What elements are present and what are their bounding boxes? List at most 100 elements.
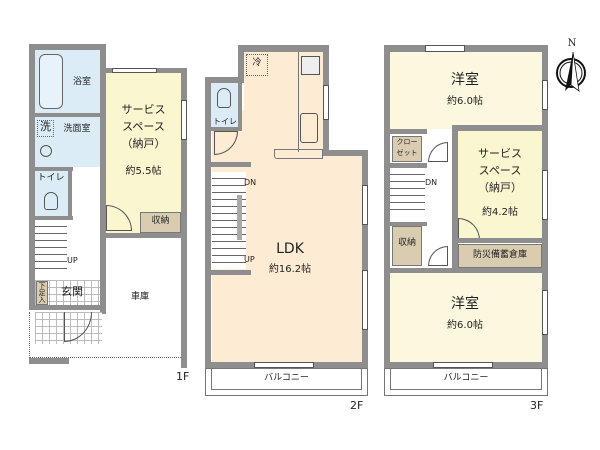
window xyxy=(112,68,157,73)
wall xyxy=(205,77,211,368)
wall xyxy=(29,44,106,50)
wall xyxy=(29,305,104,310)
north-label: N xyxy=(567,38,577,49)
service-space-1f xyxy=(106,73,181,233)
entrance-label: 玄関 xyxy=(61,285,83,298)
floor-label-2f: 2F xyxy=(350,399,364,412)
wall xyxy=(68,167,72,217)
balcony-3f xyxy=(384,368,548,396)
wall xyxy=(211,270,251,275)
wall xyxy=(205,77,244,83)
storage-3f xyxy=(392,226,422,266)
window xyxy=(323,85,329,120)
shoe-box: 下足入 xyxy=(36,281,48,305)
wall xyxy=(384,45,548,52)
ldk-label: LDK xyxy=(276,241,304,257)
western-room-top-area: 約6.0帖 xyxy=(447,96,483,107)
wall xyxy=(181,68,187,368)
closet-door[interactable] xyxy=(428,142,448,162)
wall xyxy=(384,45,390,368)
balcony-rail xyxy=(390,368,542,390)
shoe-box-label: 下足入 xyxy=(38,282,46,303)
sliding-door[interactable] xyxy=(433,362,493,368)
service-space-area: 約5.5帖 xyxy=(125,166,162,177)
wall xyxy=(452,238,542,243)
storage-3f-label: 収納 xyxy=(397,238,416,248)
wall xyxy=(390,268,542,273)
wall xyxy=(35,113,100,117)
north-arrow-icon xyxy=(556,51,586,92)
window xyxy=(542,170,548,220)
wall xyxy=(452,125,542,131)
garage-outline xyxy=(29,312,181,358)
wall xyxy=(211,127,241,131)
closet-label-line2: ゼット xyxy=(396,149,418,157)
toilet-icon xyxy=(217,88,231,108)
stairs-1f xyxy=(35,220,67,270)
floor-label-1f: 1F xyxy=(176,370,190,383)
ldk-area: 約16.2帖 xyxy=(268,264,312,275)
wall xyxy=(238,45,244,83)
storage-door[interactable] xyxy=(428,246,448,266)
western-room-bottom-label: 洋室 xyxy=(451,296,479,312)
stairs-dn-label: DN xyxy=(244,178,257,187)
western-room-top-label: 洋室 xyxy=(451,72,479,88)
balcony-label: バルコニー xyxy=(264,373,309,383)
washroom xyxy=(35,117,100,167)
storage-1f xyxy=(140,212,181,233)
toilet-label: トイレ xyxy=(37,173,65,183)
closet-label-line1: クロー xyxy=(396,138,418,146)
balcony-rail xyxy=(211,368,362,390)
window xyxy=(362,270,368,330)
balcony-label: バルコニー xyxy=(443,373,489,383)
wall xyxy=(35,216,73,220)
washer-space xyxy=(37,120,54,137)
bathroom-label: 浴室 xyxy=(72,77,91,87)
washer-label: 洗 xyxy=(40,120,51,133)
window xyxy=(362,185,368,225)
stairs-up-label: UP xyxy=(244,255,255,264)
toilet-2f-label: トイレ xyxy=(213,117,237,126)
closet xyxy=(392,136,422,162)
counter-peninsula xyxy=(274,149,323,159)
sliding-door[interactable] xyxy=(254,362,314,368)
balcony-2f xyxy=(205,368,368,396)
service-space-3f-line3: （納戸） xyxy=(478,181,522,194)
wall xyxy=(390,163,427,168)
wall xyxy=(35,167,73,171)
wall xyxy=(362,150,368,368)
western-room-top xyxy=(390,52,542,129)
wall xyxy=(211,162,251,167)
washroom-label: 洗面室 xyxy=(63,124,91,134)
garage-label: 車庫 xyxy=(130,292,149,302)
wall xyxy=(238,45,329,52)
service-space-line3: （納戸） xyxy=(121,137,166,150)
stove-icon xyxy=(301,56,320,75)
service-space-3f-title: サービス xyxy=(478,147,522,160)
storage-label: 収納 xyxy=(151,216,170,226)
service-space-line2: スペース xyxy=(122,120,165,133)
kitchen-counter xyxy=(298,52,323,152)
fridge-label: 冷 xyxy=(252,58,262,68)
toilet-icon xyxy=(44,192,58,210)
wall xyxy=(29,358,69,364)
sink-icon xyxy=(300,113,318,143)
floor-label-3f: 3F xyxy=(530,399,544,412)
wall xyxy=(390,222,427,226)
wall xyxy=(390,129,427,134)
window xyxy=(181,100,187,140)
disaster-storage-label: 防災備蓄倉庫 xyxy=(472,250,527,260)
western-room-bottom-area: 約6.0帖 xyxy=(447,320,483,331)
stairs-dn-label: DN xyxy=(425,178,438,187)
stairs-handrail xyxy=(237,195,242,240)
wall xyxy=(238,83,242,131)
wall xyxy=(106,233,186,238)
bathtub-icon xyxy=(39,54,63,109)
fridge-space xyxy=(246,54,268,76)
stairs-3f xyxy=(390,168,425,213)
western-room-bottom xyxy=(390,273,542,362)
compass: N xyxy=(552,38,592,98)
service-space-3f-line2: スペース xyxy=(478,164,522,177)
wall xyxy=(323,150,368,156)
window xyxy=(542,80,548,110)
